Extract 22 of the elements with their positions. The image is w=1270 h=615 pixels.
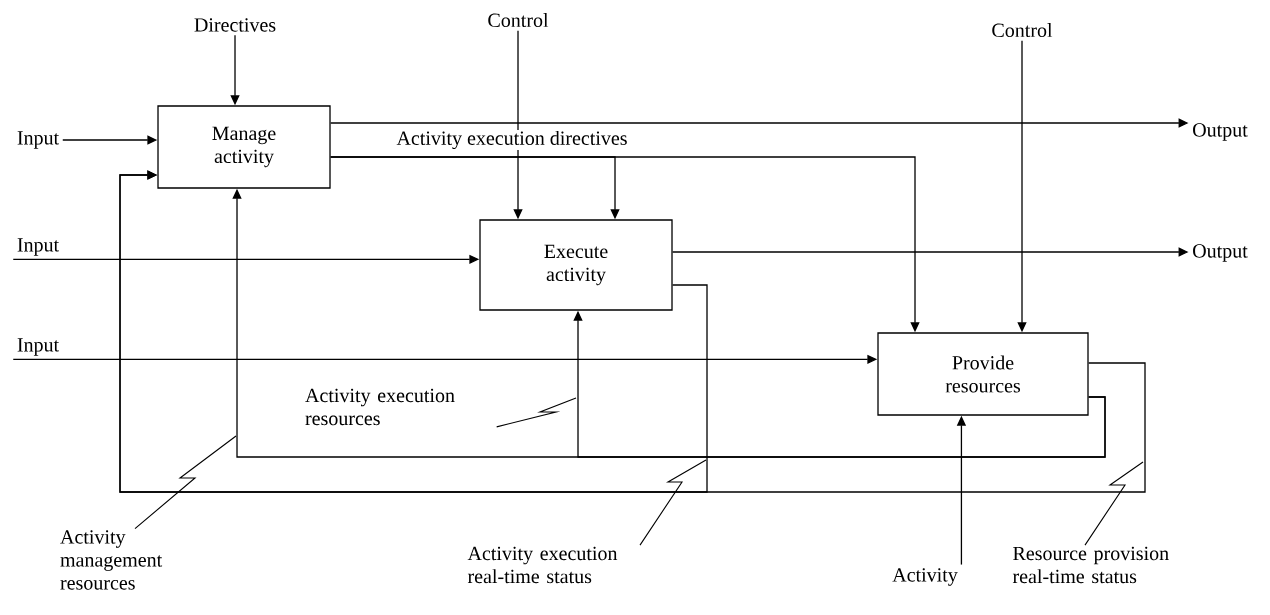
process-box: Manage activity bbox=[157, 105, 331, 189]
edge-label: Activity execution directives bbox=[395, 129, 629, 151]
annotation-label: Activity execution real-time status bbox=[467, 546, 618, 584]
control-label: Control bbox=[488, 12, 549, 28]
leader-line bbox=[1084, 461, 1144, 546]
control-label: Control bbox=[992, 22, 1053, 38]
process-box: Execute activity bbox=[479, 219, 673, 311]
leader-line bbox=[639, 459, 707, 546]
input-label: Input bbox=[17, 131, 59, 149]
control-label: Directives bbox=[194, 18, 276, 32]
leader-line bbox=[134, 435, 237, 530]
arrow bbox=[119, 170, 1146, 493]
input-label: Input bbox=[17, 238, 59, 256]
input-label: Input bbox=[17, 338, 59, 356]
mechanism-label: Activity bbox=[892, 568, 958, 586]
output-label: Output bbox=[1193, 123, 1248, 141]
output-label: Output bbox=[1193, 244, 1248, 262]
annotation-label: Activity management resources bbox=[60, 530, 163, 590]
annotation-label: Activity execution resources bbox=[305, 388, 455, 426]
process-box: Provide resources bbox=[877, 332, 1089, 416]
leader-line bbox=[496, 397, 577, 428]
annotation-label: Resource provision real-time status bbox=[1012, 546, 1169, 584]
